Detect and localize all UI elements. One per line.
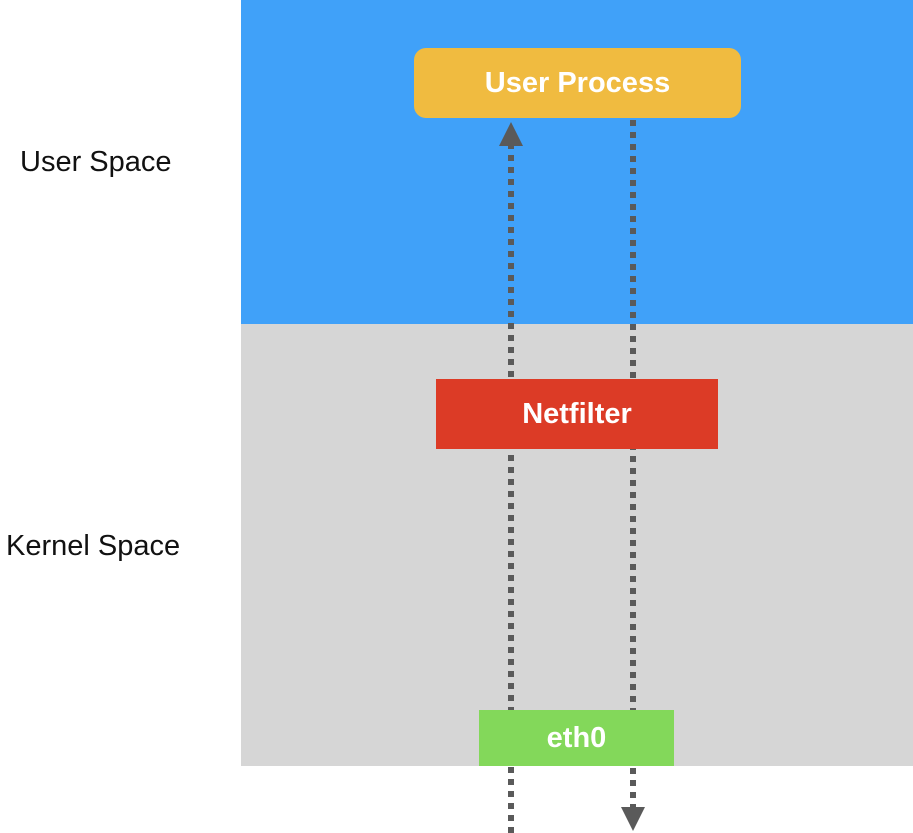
outbound-flow-arrowhead: [621, 807, 645, 831]
user-space-label: User Space: [20, 146, 172, 178]
eth0-box: eth0: [479, 710, 674, 766]
eth0-label: eth0: [546, 721, 607, 754]
user-process-label: User Process: [484, 66, 671, 99]
netfilter-box: Netfilter: [436, 379, 718, 449]
kernel-space-label: Kernel Space: [6, 530, 181, 562]
user-process-box: User Process: [414, 48, 741, 118]
netfilter-label: Netfilter: [522, 397, 632, 430]
